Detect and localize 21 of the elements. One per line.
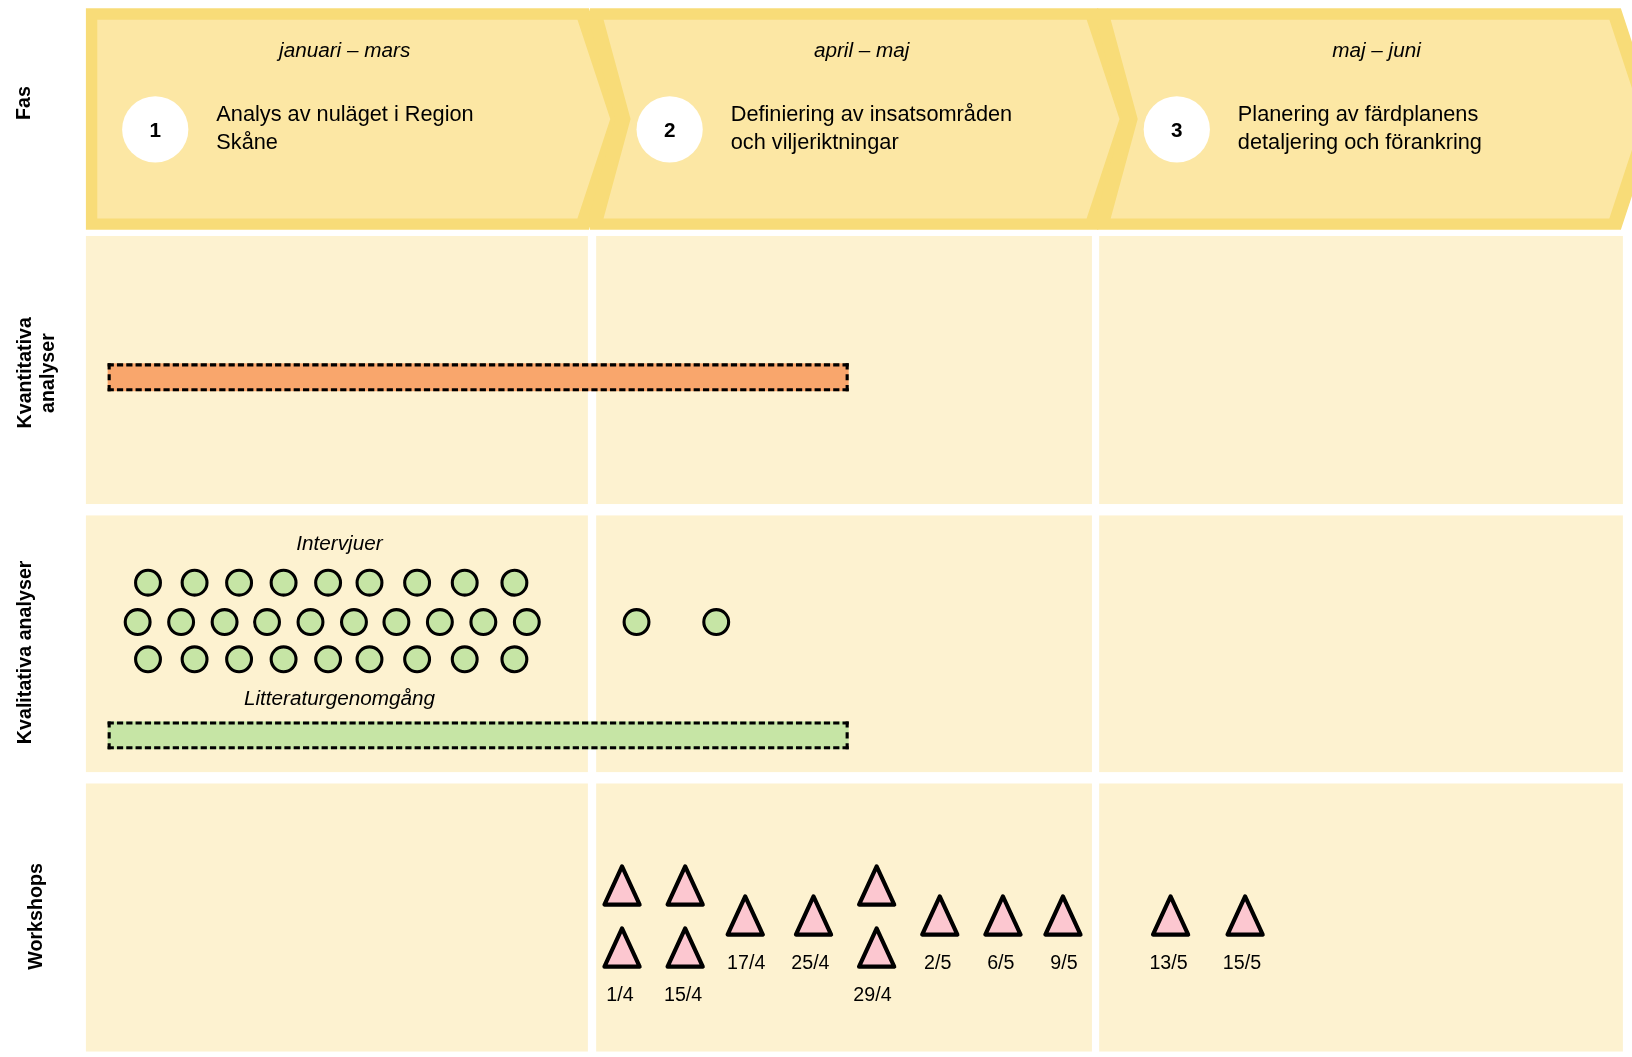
date-label: 15/4 — [663, 983, 703, 1006]
date-label: 2/5 — [924, 951, 952, 974]
date-label: 15/5 — [1222, 951, 1262, 974]
row-header: Kvalitativa analyser — [13, 559, 37, 746]
phase-period: maj – juni — [1332, 38, 1421, 63]
row-header: Kvantitativa analyser — [13, 315, 59, 431]
group-heading: Intervjuer — [296, 530, 383, 555]
date-label: 1/4 — [606, 983, 634, 1006]
date-label: 6/5 — [987, 951, 1015, 974]
row-header: Fas — [12, 85, 36, 123]
phase-title: Analys av nuläget i Region Skåne — [216, 100, 475, 156]
row-header: Workshops — [24, 861, 48, 972]
date-label: 25/4 — [791, 951, 830, 974]
date-label: 29/4 — [853, 983, 892, 1006]
phase-title: Planering av färdplanens detaljering och förankring — [1237, 100, 1483, 156]
phase-period: april – maj — [813, 38, 910, 63]
date-label: 13/5 — [1149, 951, 1188, 974]
date-label: 9/5 — [1050, 951, 1078, 974]
phase-title: Definiering av insatsområden och viljeriktningar — [730, 100, 1014, 156]
bar-heading: Litteraturgenomgång — [243, 686, 435, 710]
date-label: 17/4 — [727, 951, 766, 974]
